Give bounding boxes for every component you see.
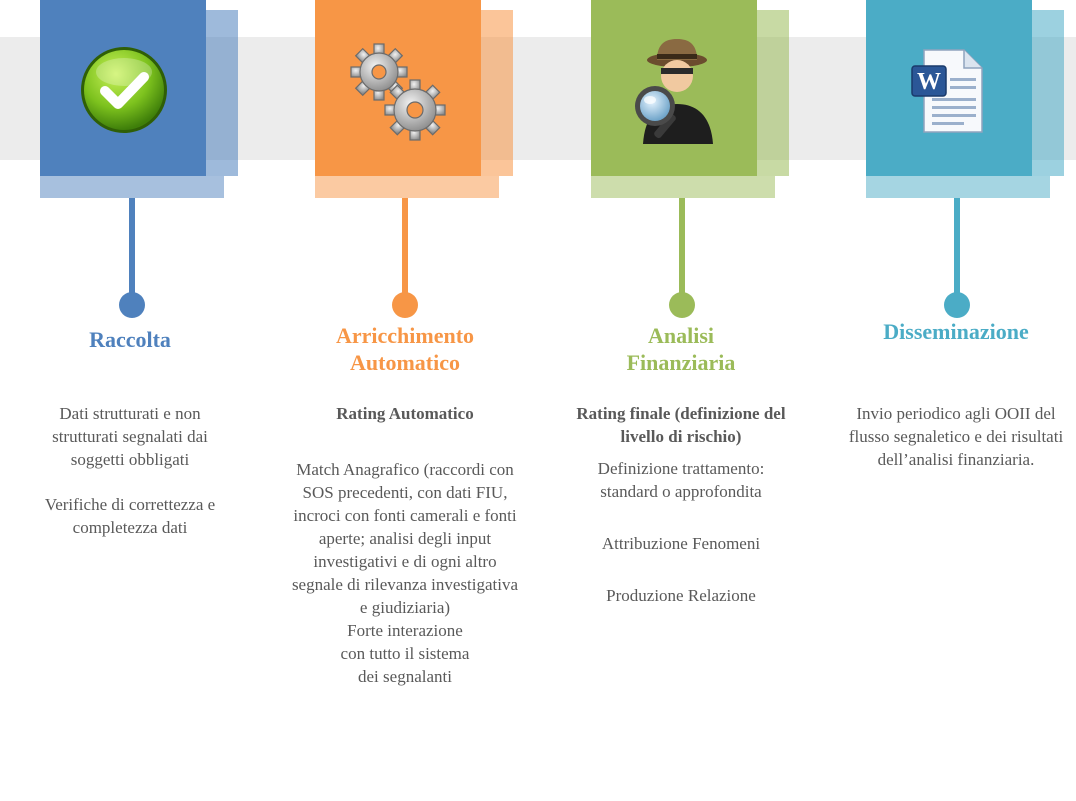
stage-title: Disseminazione bbox=[883, 319, 1029, 344]
investigator-icon bbox=[635, 39, 713, 144]
connector-dot bbox=[944, 292, 970, 318]
connector-line bbox=[402, 198, 408, 294]
connector-line bbox=[679, 198, 685, 294]
description-bold: Rating Automatico bbox=[336, 404, 474, 423]
connector-line bbox=[129, 198, 135, 294]
box-shadow bbox=[757, 10, 789, 176]
connector-dot bbox=[392, 292, 418, 318]
stage-title: Raccolta bbox=[89, 327, 171, 352]
description-bold: Rating finale (definizione del livello d… bbox=[576, 404, 786, 446]
box-shadow bbox=[481, 10, 513, 176]
stage-disseminazione: W Disseminazione Invio periodico agli OO… bbox=[836, 0, 1076, 801]
connector-line bbox=[954, 198, 960, 294]
svg-text:W: W bbox=[917, 69, 941, 95]
description-text: Attribuzione Fenomeni bbox=[601, 534, 761, 553]
box-underline bbox=[315, 176, 499, 198]
connector-dot bbox=[119, 292, 145, 318]
stage-box bbox=[315, 0, 481, 176]
description-text: Forte interazione con tutto il sistema d… bbox=[340, 621, 470, 686]
stage-box: W bbox=[866, 0, 1032, 176]
checkmark-icon bbox=[81, 47, 167, 133]
stage-title: Analisi Finanziaria bbox=[626, 323, 736, 375]
box-underline bbox=[866, 176, 1050, 198]
box-underline bbox=[591, 176, 775, 198]
box-shadow bbox=[206, 10, 238, 176]
stage-analisi: Analisi Finanziaria Rating finale (defin… bbox=[561, 0, 801, 801]
connector-dot bbox=[669, 292, 695, 318]
stage-description: Rating finale (definizione del livello d… bbox=[561, 402, 801, 607]
box-underline bbox=[40, 176, 224, 198]
gears-icon bbox=[350, 43, 446, 141]
stage-arricchimento: Arricchimento Automatico Rating Automati… bbox=[285, 0, 525, 801]
stage-title: Arricchimento Automatico bbox=[335, 323, 475, 375]
description-text: Verifiche di correttezza e completezza d… bbox=[44, 495, 216, 537]
word-document-icon: W bbox=[911, 49, 983, 133]
description-text: Invio periodico agli OOII del flusso seg… bbox=[848, 404, 1064, 469]
description-text: Definizione trattamento: standard o appr… bbox=[597, 459, 765, 501]
description-text: Dati strutturati e non strutturati segna… bbox=[52, 404, 208, 469]
stage-description: Invio periodico agli OOII del flusso seg… bbox=[836, 402, 1076, 471]
box-shadow bbox=[1032, 10, 1064, 176]
stage-box bbox=[40, 0, 206, 176]
stage-description: Dati strutturati e non strutturati segna… bbox=[10, 402, 250, 539]
stage-description: Rating Automatico Match Anagrafico (racc… bbox=[285, 402, 525, 688]
stage-box bbox=[591, 0, 757, 176]
stage-raccolta: Raccolta Dati strutturati e non struttur… bbox=[10, 0, 250, 801]
description-text: Produzione Relazione bbox=[606, 586, 756, 605]
description-text: Match Anagrafico (raccordi con SOS prece… bbox=[291, 460, 519, 617]
